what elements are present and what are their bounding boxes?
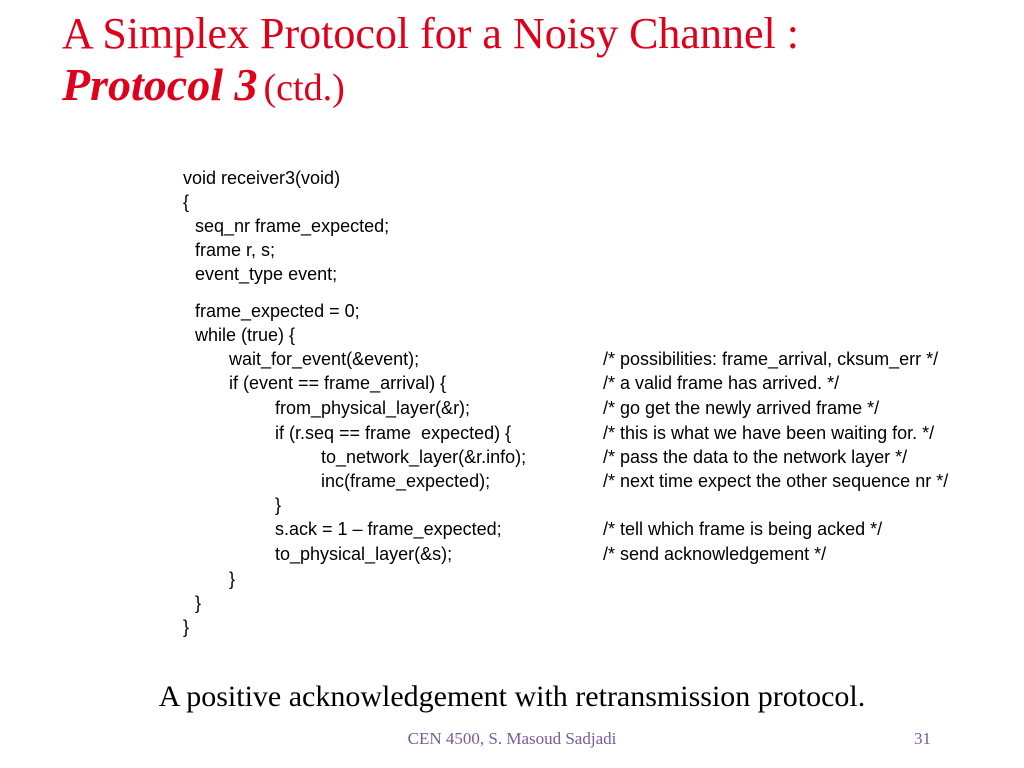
code-comment: /* pass the data to the network layer */ xyxy=(603,447,908,467)
code-comment: /* possibilities: frame_arrival, cksum_e… xyxy=(603,349,939,369)
code-line: inc(frame_expected); xyxy=(321,471,491,491)
code-line: } xyxy=(229,569,236,589)
code-line: event_type event; xyxy=(195,264,338,284)
footer-course: CEN 4500, S. Masoud Sadjadi xyxy=(407,729,617,748)
code-comment: /* this is what we have been waiting for… xyxy=(603,423,935,443)
code-line: } xyxy=(195,593,202,613)
code-comment: /* send acknowledgement */ xyxy=(603,544,827,564)
code-line: from_physical_layer(&r); xyxy=(275,398,471,418)
code-comment: /* a valid frame has arrived. */ xyxy=(603,373,840,393)
code-line: if (event == frame_arrival) { xyxy=(229,373,447,393)
code-comment: /* next time expect the other sequence n… xyxy=(603,471,949,491)
code-line: if (r.seq == frame expected) { xyxy=(275,423,512,443)
code-line: wait_for_event(&event); xyxy=(229,349,420,369)
code-line: s.ack = 1 – frame_expected; xyxy=(275,519,502,539)
title-line-2: Protocol 3(ctd.) xyxy=(62,58,799,110)
code-line: void receiver3(void) xyxy=(183,168,341,188)
footer-page-number: 31 xyxy=(914,729,931,748)
slide-title: A Simplex Protocol for a Noisy Channel :… xyxy=(62,10,799,109)
code-line: } xyxy=(183,617,190,637)
code-line: frame r, s; xyxy=(195,240,276,260)
code-comment: /* go get the newly arrived frame */ xyxy=(603,398,880,418)
title-protocol: Protocol 3 xyxy=(62,58,258,110)
code-line: while (true) { xyxy=(195,325,296,345)
title-line-1: A Simplex Protocol for a Noisy Channel : xyxy=(62,9,799,58)
code-line: to_physical_layer(&s); xyxy=(275,544,453,564)
code-line: } xyxy=(275,495,282,515)
code-line: to_network_layer(&r.info); xyxy=(321,447,527,467)
code-comment: /* tell which frame is being acked */ xyxy=(603,519,883,539)
code-line: seq_nr frame_expected; xyxy=(195,216,390,236)
code-line: { xyxy=(183,192,190,212)
title-ctd: (ctd.) xyxy=(263,66,345,109)
slide-caption: A positive acknowledgement with retransm… xyxy=(158,680,866,713)
code-line: frame_expected = 0; xyxy=(195,301,360,321)
